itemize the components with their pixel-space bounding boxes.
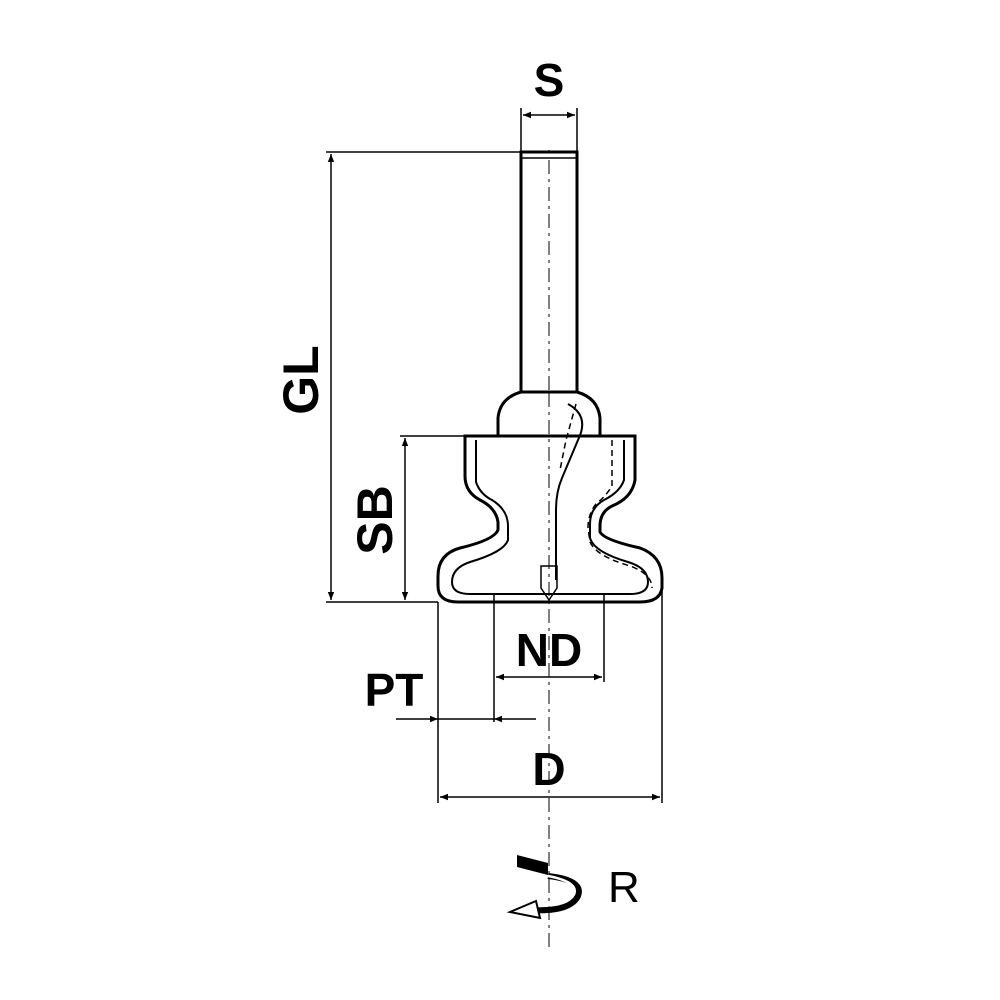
dim-pt <box>396 602 536 803</box>
dim-sb <box>400 435 465 600</box>
label-sb: SB <box>347 485 403 554</box>
cutter-profile <box>436 434 664 604</box>
label-s: S <box>534 54 565 106</box>
flute-edge-dashed <box>559 403 577 471</box>
label-pt: PT <box>365 664 424 716</box>
cutter-flute-dashed <box>587 440 653 589</box>
cutter-relief-left <box>450 440 509 595</box>
label-d: D <box>532 743 565 795</box>
dim-d <box>440 588 663 803</box>
flute-edge <box>555 403 584 580</box>
dim-nd <box>493 594 605 722</box>
label-gl: GL <box>273 345 329 414</box>
label-r: R <box>608 863 640 912</box>
dim-s <box>520 108 578 152</box>
rotation-arrow-icon <box>506 855 582 920</box>
dim-gl <box>326 151 521 603</box>
center-tip <box>540 565 558 602</box>
label-nd: ND <box>516 624 582 676</box>
cutter-relief-right <box>589 440 650 595</box>
shank <box>519 150 579 394</box>
